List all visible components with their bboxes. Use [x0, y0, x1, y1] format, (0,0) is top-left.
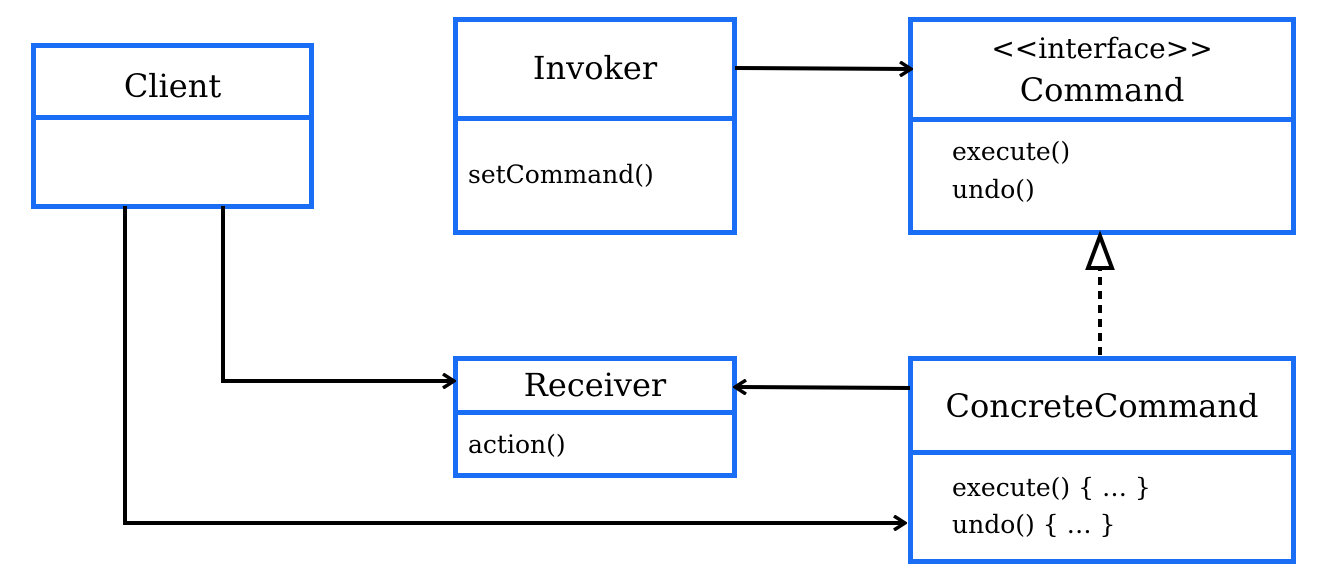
client-class-name: Client	[123, 67, 222, 105]
receiver-class-divider	[458, 410, 732, 415]
command-method-undo: undo()	[952, 175, 1035, 204]
command-stereotype: <<interface>>	[991, 32, 1213, 65]
command-method-execute: execute()	[952, 137, 1071, 166]
command-interface-divider	[913, 117, 1291, 122]
receiver-class-name: Receiver	[523, 366, 667, 404]
concrete-command-to-receiver-arrow	[735, 387, 911, 388]
concrete-command-class-divider	[913, 450, 1291, 455]
concrete-command-method-undo: undo() { … }	[952, 510, 1116, 539]
client-to-receiver-arrow	[221, 206, 454, 381]
realization-triangle-head	[1085, 230, 1115, 270]
client-to-concrete-command-arrow	[123, 206, 905, 523]
invoker-class-divider	[458, 116, 732, 121]
receiver-method-action: action()	[468, 430, 566, 459]
invoker-to-command-arrow	[734, 68, 911, 69]
invoker-class: Invoker setCommand()	[453, 17, 737, 235]
concrete-command-method-execute: execute() { … }	[952, 473, 1151, 502]
invoker-class-name: Invoker	[532, 49, 658, 87]
receiver-class: Receiver action()	[453, 356, 737, 478]
client-class-divider	[36, 115, 309, 120]
concrete-command-class-name: ConcreteCommand	[945, 387, 1259, 425]
concrete-command-class: ConcreteCommand execute() { … } undo() {…	[908, 356, 1296, 564]
command-interface: <<interface>> Command execute() undo()	[908, 17, 1296, 235]
client-class: Client	[31, 43, 314, 209]
command-interface-name: Command	[1019, 71, 1185, 109]
invoker-method-setcommand: setCommand()	[468, 160, 654, 189]
